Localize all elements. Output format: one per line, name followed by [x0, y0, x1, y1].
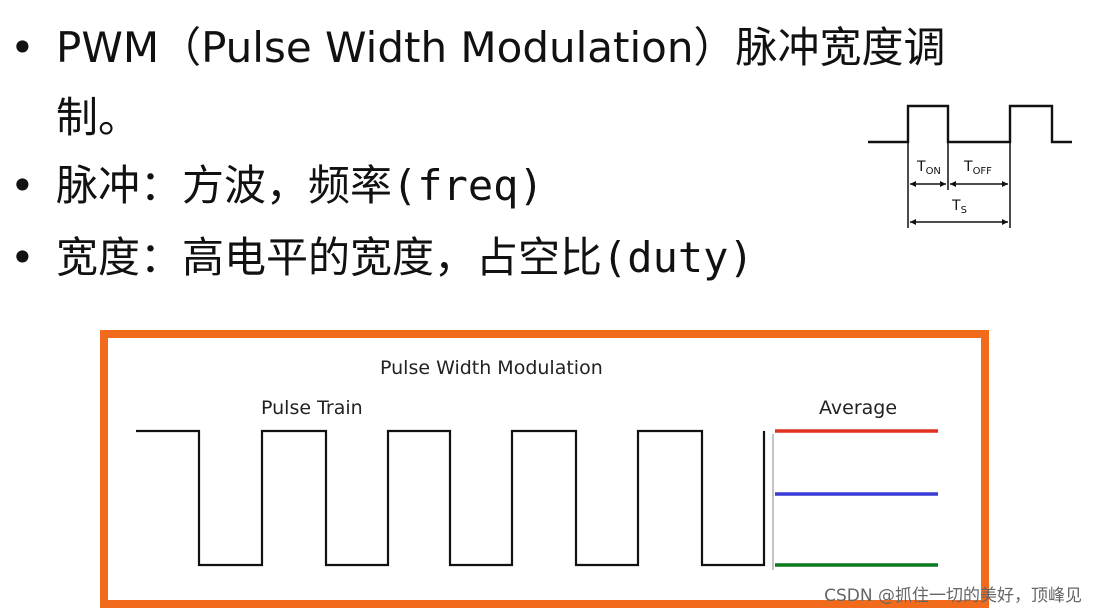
bullet-text-width: 宽度：高电平的宽度，占空比(duty) [56, 234, 754, 282]
arrowhead [1002, 181, 1008, 187]
t-on-label: TON [916, 159, 941, 177]
bullet-dot: • [10, 233, 35, 282]
bullet-dot: • [10, 161, 35, 210]
t-off-label: TOFF [963, 159, 992, 177]
arrowhead [1002, 219, 1008, 225]
pwm-figure-frame: Pulse Width Modulation Pulse Train Avera… [100, 330, 989, 608]
timing-waveform [868, 104, 1072, 144]
average-label: Average [819, 397, 897, 419]
arrowhead [940, 181, 946, 187]
t-s-label: TS [951, 198, 967, 216]
pulse-train-label: Pulse Train [261, 397, 363, 419]
bullet-continuation: 制。 [56, 94, 140, 142]
bullet-text-pwm: PWM（Pulse Width Modulation）脉冲宽度调 [56, 23, 946, 72]
arrowhead [910, 181, 916, 187]
bullet-text-width-cn: 宽度：高电平的宽度，占空比 [56, 233, 603, 282]
figure-title: Pulse Width Modulation [380, 357, 603, 379]
bullet-text-continuation: 制。 [56, 93, 141, 142]
bullet-text-pulse-cn: 脉冲：方波，频率 [56, 161, 393, 210]
bullet-text-pulse: 脉冲：方波，频率(freq) [56, 162, 544, 210]
bullet-dot: • [10, 23, 35, 72]
arrowhead [910, 219, 916, 225]
pulse-train-waveform [136, 429, 766, 567]
watermark: CSDN @抓住一切的美好，顶峰见 [824, 586, 1082, 606]
arrowhead [950, 181, 956, 187]
bullet-text-duty: (duty) [602, 233, 754, 282]
pwm-figure: Pulse Width Modulation Pulse Train Avera… [136, 357, 938, 570]
bullet-text-freq: (freq) [392, 161, 544, 210]
timing-diagram: TON TOFF TS [868, 104, 1072, 228]
